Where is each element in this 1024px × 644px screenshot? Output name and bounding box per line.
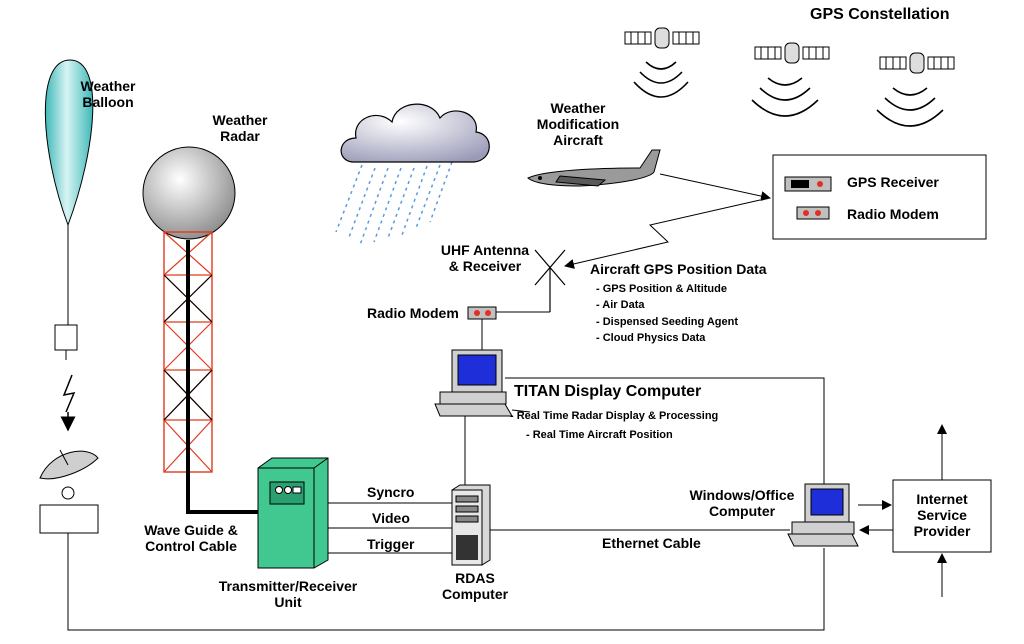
gps-receiver-label: GPS Receiver (847, 174, 939, 190)
titan-computer-icon (434, 349, 513, 417)
wave-guide-label: Wave Guide &Control Cable (144, 522, 238, 554)
titan-windows-link (505, 377, 825, 498)
signal-lines (328, 502, 452, 554)
titan-items-pointer (511, 409, 531, 413)
satellite-icon (879, 52, 955, 74)
lightning-bolt-icon (62, 374, 76, 413)
titan-item: - Real Time Aircraft Position (526, 429, 673, 441)
aircraft-to-gps-link (659, 173, 771, 201)
gps-constellation-title: GPS Constellation (810, 6, 950, 23)
gps-data-item: - Dispensed Seeding Agent (596, 316, 739, 328)
rain-cloud-icon (335, 103, 490, 246)
windows-computer-icon (787, 483, 859, 547)
aircraft-gps-data-label: Aircraft GPS Position Data (590, 261, 767, 277)
gps-data-item: - Cloud Physics Data (596, 332, 706, 344)
satellite-icon (754, 42, 830, 64)
radio-modem-box-label: Radio Modem (847, 206, 939, 222)
gps-receiver-icon (784, 176, 832, 192)
aircraft-icon (527, 149, 661, 187)
radio-modem-label: Radio Modem (367, 305, 459, 321)
gps-data-item: - Air Data (596, 299, 645, 311)
weather-balloon (44, 59, 94, 360)
radio-modem-icon (467, 306, 497, 320)
trigger-label: Trigger (367, 536, 415, 552)
satellite-dish-icon (39, 449, 99, 534)
ground-station-link (67, 533, 825, 631)
titan-item: - Real Time Radar Display & Processing (510, 410, 719, 422)
rdas-computer-icon (451, 484, 491, 566)
gps-data-item: - GPS Position & Altitude (596, 283, 727, 295)
video-label: Video (372, 510, 410, 526)
uhf-antenna-label: UHF Antenna& Receiver (440, 242, 530, 274)
transmitter-receiver-unit (257, 457, 329, 569)
uhf-antenna-icon (534, 249, 566, 312)
wave-guide-cable (186, 240, 258, 514)
radio-modem-icon (796, 206, 830, 220)
ethernet-cable-label: Ethernet Cable (602, 535, 701, 551)
syncro-label: Syncro (367, 484, 415, 500)
gps-data-link (564, 199, 761, 269)
gps-receiver-panel (772, 154, 987, 240)
titan-display-label: TITAN Display Computer (514, 383, 702, 400)
satellite-signal-waves (633, 61, 944, 127)
satellite-icon (624, 27, 700, 49)
